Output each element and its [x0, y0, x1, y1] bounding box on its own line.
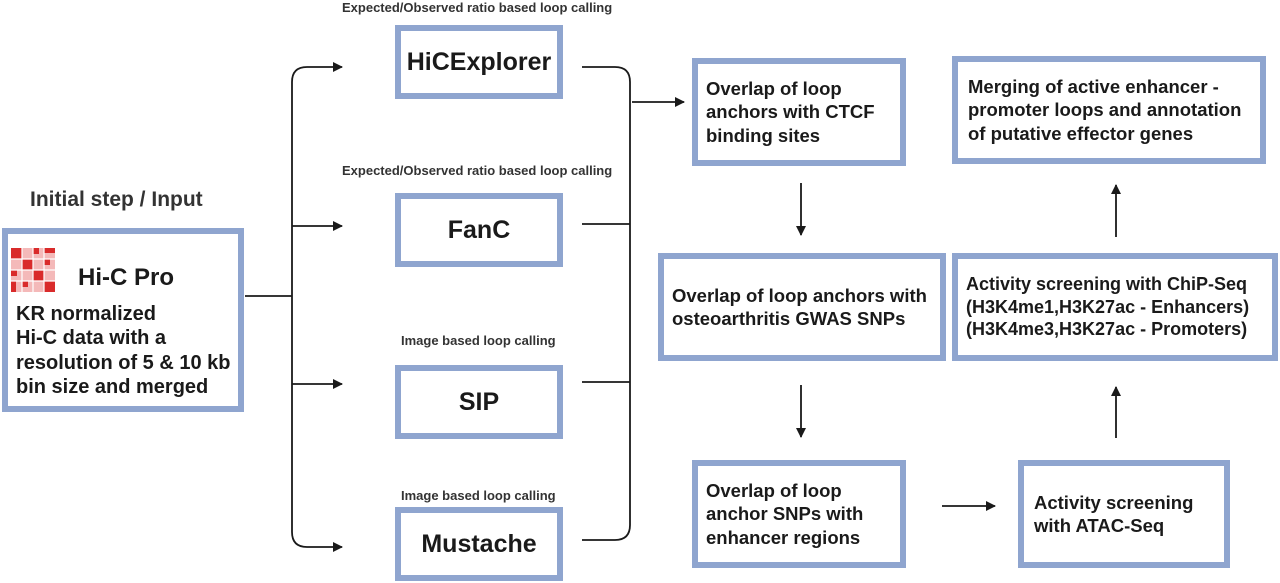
bracket-to-hicexplorer — [291, 62, 343, 83]
step-box-gwas-overlap: Overlap of loop anchors with osteoarthri… — [658, 253, 946, 361]
tool-caption-fanc: Expected/Observed ratio based loop calli… — [342, 163, 613, 178]
input-box: Hi-C Pro KR normalized Hi-C data with a … — [2, 228, 244, 412]
tool-name-fanc: FanC — [447, 215, 511, 244]
tool-name-hicexplorer: HiCExplorer — [406, 47, 552, 76]
step-text-ctcf-overlap: Overlap of loop anchors with CTCF bindin… — [706, 77, 875, 146]
mustache-output — [582, 524, 631, 541]
step-box-enhancer-overlap: Overlap of loop anchor SNPs with enhance… — [692, 460, 906, 568]
tool-box-sip: SIP — [395, 365, 563, 439]
input-heading: Initial step / Input — [30, 188, 203, 211]
step-text-chip-screening: Activity screening with ChiP-Seq (H3K4me… — [966, 273, 1250, 340]
tool-caption-mustache: Image based loop calling — [401, 488, 556, 503]
input-description: KR normalized Hi-C data with a resolutio… — [16, 303, 231, 399]
step-box-ctcf-overlap: Overlap of loop anchors with CTCF bindin… — [692, 58, 906, 166]
hicexplorer-output — [582, 66, 631, 83]
tool-box-hicexplorer: HiCExplorer — [395, 25, 563, 99]
step-text-atac-screening: Activity screening with ATAC-Seq — [1034, 491, 1194, 536]
step-text-merge-annotation: Merging of active enhancer - promoter lo… — [968, 75, 1242, 144]
tool-caption-hicexplorer: Expected/Observed ratio based loop calli… — [342, 0, 613, 15]
tool-caption-sip: Image based loop calling — [401, 333, 556, 348]
step-box-merge-annotation: Merging of active enhancer - promoter lo… — [952, 56, 1266, 164]
hic-matrix-icon — [11, 248, 55, 292]
tool-name-mustache: Mustache — [421, 529, 537, 558]
bracket-to-mustache — [291, 531, 343, 552]
tool-box-fanc: FanC — [395, 193, 563, 267]
step-box-atac-screening: Activity screening with ATAC-Seq — [1018, 460, 1230, 568]
tool-name-sip: SIP — [458, 387, 500, 416]
step-text-enhancer-overlap: Overlap of loop anchor SNPs with enhance… — [706, 479, 864, 548]
input-title: Hi-C Pro — [78, 264, 174, 291]
step-box-chip-screening: Activity screening with ChiP-Seq (H3K4me… — [952, 253, 1278, 361]
tool-box-mustache: Mustache — [395, 507, 563, 581]
step-text-gwas-overlap: Overlap of loop anchors with osteoarthri… — [672, 284, 927, 329]
